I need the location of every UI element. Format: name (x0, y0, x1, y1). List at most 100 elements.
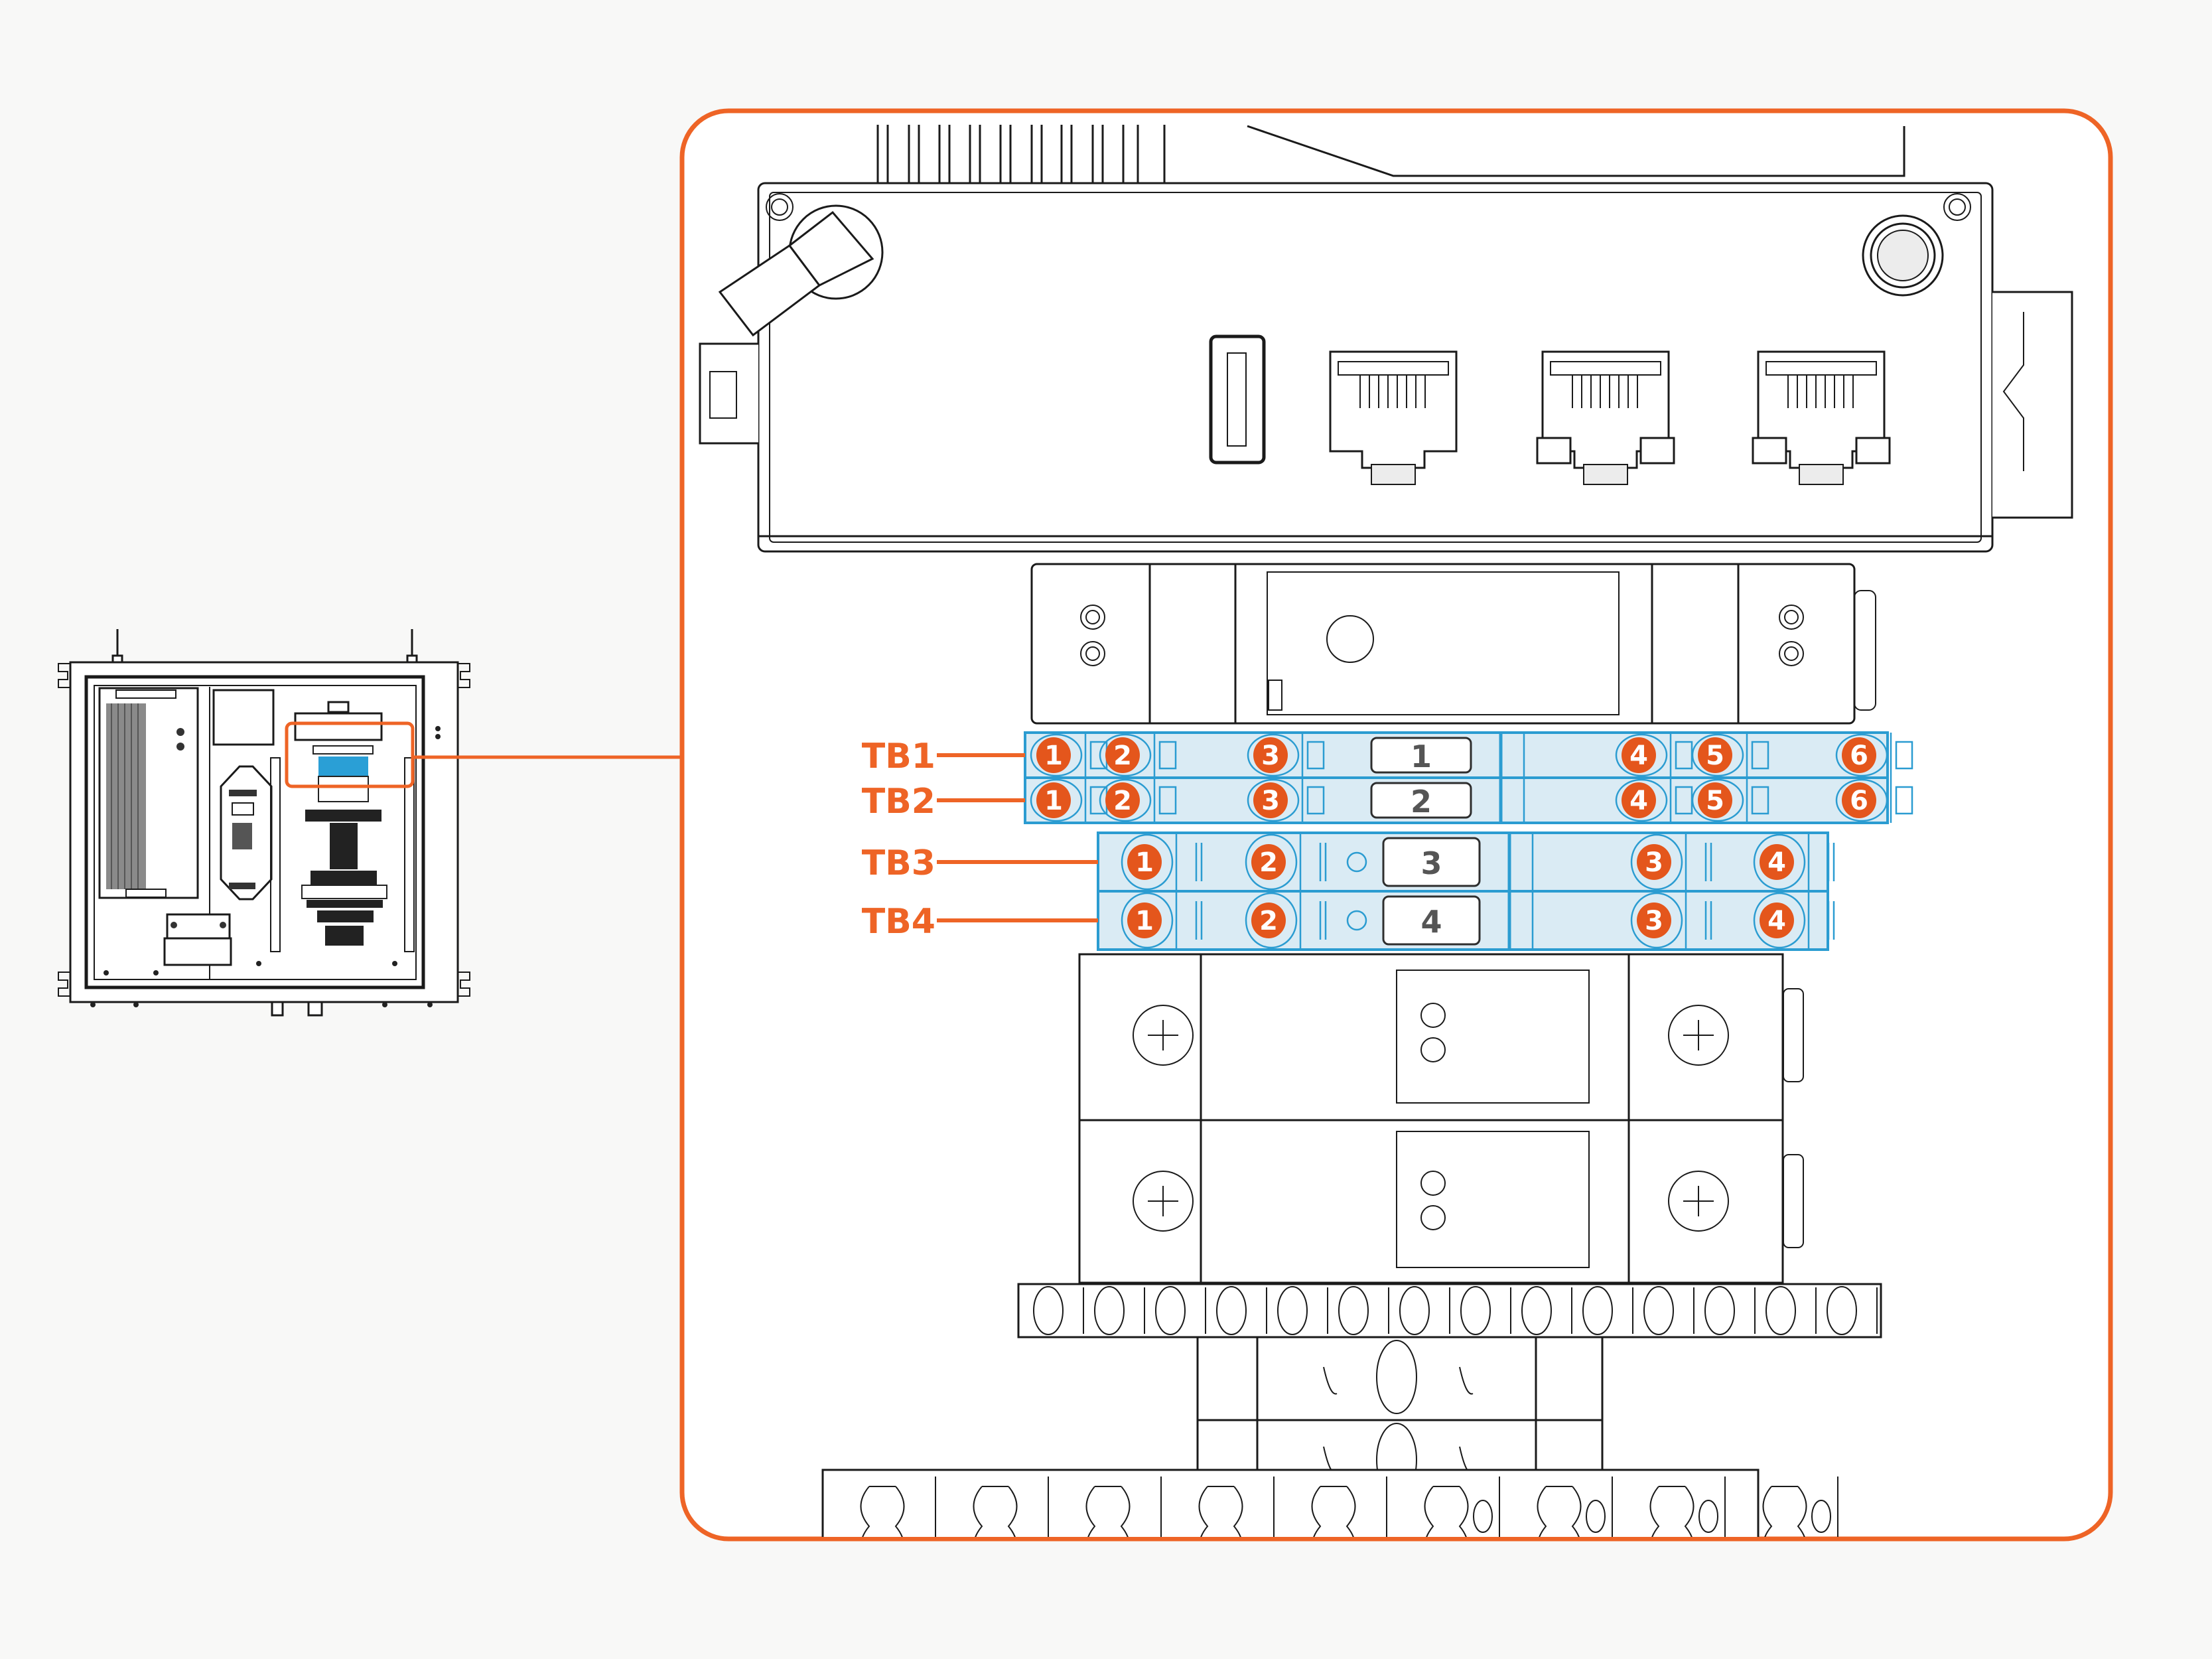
terminal-badge-circle (1036, 737, 1071, 773)
terminal-number: 4 (1629, 741, 1648, 771)
terminal-block-tag-number: 2 (1411, 784, 1432, 820)
terminal-number: 4 (1767, 906, 1786, 936)
heatsink-fins (876, 125, 1166, 183)
terminal-badge-circle (1253, 737, 1288, 773)
terminal-block-tag-number: 4 (1420, 904, 1442, 940)
terminal-badge: 2 (1251, 844, 1286, 880)
terminal-blocks: 1 2 3 4 5 6 1 1 2 3 4 5 6 2 1 2 3 4 3 1 2 3 4 4 (1024, 731, 1913, 951)
circuit-breaker (1078, 1119, 1804, 1284)
terminal-block-label: TB1 (862, 737, 935, 776)
controller-board-icon (220, 765, 273, 901)
terminal-badge-circle (1622, 782, 1656, 818)
ethernet-port-icon (1329, 350, 1458, 485)
terminal-number: 2 (1259, 906, 1278, 936)
antenna-icon (111, 629, 418, 665)
terminal-badge-circle (1622, 737, 1656, 773)
ethernet-port-icon (1752, 350, 1891, 485)
terminal-badge: 5 (1698, 737, 1732, 773)
transformer-icon (212, 689, 275, 746)
terminal-badge-circle (1698, 782, 1732, 818)
breaker-mini-icon (163, 913, 232, 966)
terminal-number: 3 (1645, 847, 1663, 878)
terminal-block-tag: 1 (1370, 737, 1472, 774)
terminal-badge-circle (1251, 902, 1286, 938)
terminal-number: 5 (1706, 741, 1724, 771)
terminal-badge-circle (1760, 844, 1794, 880)
terminal-badge-circle (1253, 782, 1288, 818)
terminal-number: 1 (1044, 741, 1063, 771)
terminal-badge-circle (1105, 737, 1140, 773)
terminal-badge-circle (1842, 782, 1876, 818)
terminal-block-label: TB3 (862, 843, 935, 883)
terminal-block-tb1: 1 2 3 4 5 6 1 (1024, 731, 1913, 779)
terminal-block-label-tb2: TB2 (862, 782, 1025, 822)
terminal-badge: 1 (1127, 844, 1162, 880)
terminal-number: 3 (1261, 786, 1280, 816)
terminal-badge: 3 (1637, 902, 1671, 938)
antenna-connector-icon (718, 204, 884, 337)
bottom-terminal-rail (821, 1469, 1838, 1537)
terminal-badge-circle (1036, 782, 1071, 818)
terminal-number: 2 (1113, 786, 1132, 816)
terminal-badge: 1 (1036, 737, 1071, 773)
terminal-block-label: TB2 (862, 782, 935, 822)
overview-highlight-box (285, 721, 415, 788)
power-supply-icon (98, 687, 199, 899)
detail-view: 1 2 3 4 5 6 1 1 2 3 4 5 6 2 1 2 3 4 3 1 2 3 4 4 (699, 125, 2073, 1537)
terminal-badge: 1 (1127, 902, 1162, 938)
terminal-badge-circle (1842, 737, 1876, 773)
terminal-badge: 6 (1842, 782, 1876, 818)
terminal-badge: 1 (1036, 782, 1071, 818)
usb-port-icon (1209, 334, 1266, 465)
relay-module (1030, 563, 1876, 725)
terminal-badge-circle (1760, 902, 1794, 938)
terminal-block-label-tb1: TB1 (862, 737, 1025, 776)
terminal-number: 4 (1767, 847, 1786, 878)
terminal-number: 1 (1135, 847, 1154, 878)
terminal-badge: 2 (1105, 737, 1140, 773)
terminal-number: 3 (1261, 741, 1280, 771)
terminal-block-tb3: 1 2 3 4 3 (1097, 831, 1835, 893)
power-connector-icon (1862, 214, 1944, 297)
terminal-badge-circle (1105, 782, 1140, 818)
ethernet-port-icon (1536, 350, 1675, 485)
terminal-number: 2 (1113, 741, 1132, 771)
terminal-block-tag-number: 1 (1411, 739, 1432, 774)
terminal-number: 2 (1259, 847, 1278, 878)
terminal-badge: 4 (1622, 782, 1656, 818)
terminal-number: 5 (1706, 786, 1724, 816)
terminal-badge-circle (1251, 844, 1286, 880)
terminal-badge: 4 (1622, 737, 1656, 773)
terminal-badge: 4 (1760, 844, 1794, 880)
terminal-badge: 6 (1842, 737, 1876, 773)
terminal-badge-circle (1698, 737, 1732, 773)
terminal-badge: 3 (1253, 737, 1288, 773)
terminal-block-label-tb3: TB3 (862, 843, 1098, 883)
terminal-block-tb2: 1 2 3 4 5 6 2 (1024, 776, 1913, 824)
terminal-badge: 2 (1251, 902, 1286, 938)
router-device (699, 125, 2073, 553)
terminal-number: 1 (1135, 906, 1154, 936)
terminal-block-tag: 3 (1382, 837, 1481, 887)
terminal-block-tag-number: 3 (1420, 845, 1442, 881)
terminal-block-label-tb4: TB4 (862, 902, 1098, 942)
terminal-strip (1017, 1283, 1882, 1338)
enclosure-overview (58, 629, 470, 1017)
circuit-breaker (1078, 953, 1804, 1121)
terminal-badge: 2 (1105, 782, 1140, 818)
router-mini-icon (294, 712, 383, 741)
terminal-badge-circle (1127, 902, 1162, 938)
terminal-badge: 3 (1253, 782, 1288, 818)
terminal-block-tb4: 1 2 3 4 4 (1097, 890, 1835, 951)
terminal-badge: 5 (1698, 782, 1732, 818)
terminal-number: 3 (1645, 906, 1663, 936)
terminal-badge: 4 (1760, 902, 1794, 938)
terminal-block-tag: 2 (1370, 782, 1472, 820)
terminal-badge-circle (1127, 844, 1162, 880)
terminal-number: 6 (1850, 741, 1868, 771)
terminal-badge: 3 (1637, 844, 1671, 880)
terminal-number: 1 (1044, 786, 1063, 816)
terminal-number: 6 (1850, 786, 1868, 816)
